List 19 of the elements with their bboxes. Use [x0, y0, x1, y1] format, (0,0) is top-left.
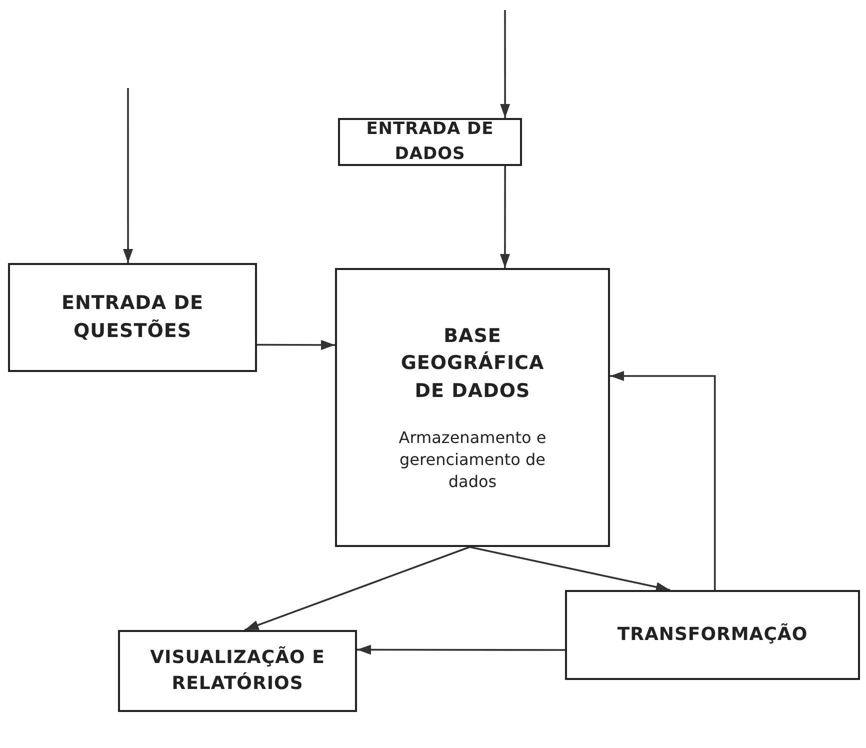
arrow: [500, 10, 510, 118]
box-title: ENTRADA DE QUESTÕES: [60, 290, 205, 344]
arrow: [357, 644, 565, 655]
box-description: Armazenamento e gerenciamento de dados: [398, 427, 548, 492]
arrow: [610, 370, 716, 590]
box-title: TRANSFORMAÇÃO: [617, 622, 808, 647]
arrow: [257, 340, 335, 350]
arrow: [244, 546, 470, 631]
box-title: BASE GEOGRÁFICA DE DADOS: [400, 324, 546, 404]
process-box: [118, 630, 357, 712]
process-box: [335, 268, 610, 547]
box-title: ENTRADA DE DADOS: [365, 118, 495, 166]
arrow: [500, 166, 510, 268]
arrow: [123, 88, 134, 263]
process-box: [338, 118, 522, 166]
process-box: [565, 590, 860, 680]
arrow: [470, 546, 670, 592]
process-box: [8, 263, 257, 372]
box-title: VISUALIZAÇÃO E RELATÓRIOS: [149, 645, 326, 696]
